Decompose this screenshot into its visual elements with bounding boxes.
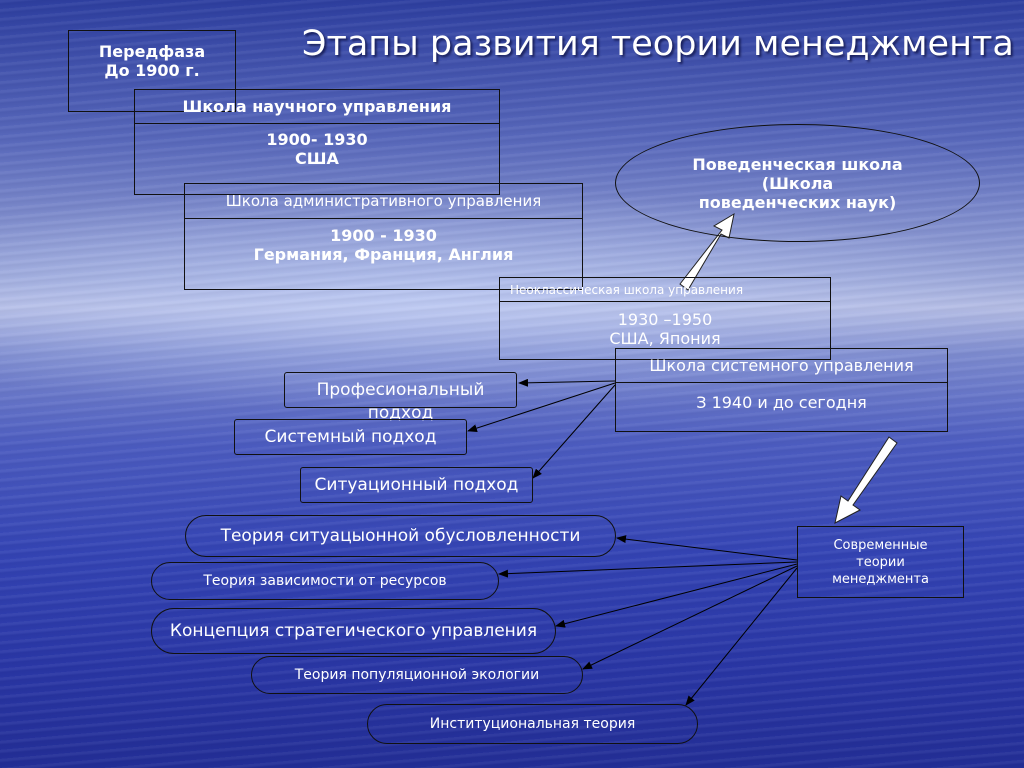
modern-theories-line-3: менеджмента (832, 571, 929, 587)
scientific-school-name: Школа научного управления (182, 97, 452, 116)
administrative-school-box: Школа административного управления 1900 … (184, 183, 583, 290)
scientific-school-country: США (295, 149, 339, 168)
neoclassical-school-years: 1930 –1950 (617, 310, 713, 329)
approach-professional: Професиональный подход (284, 372, 517, 423)
theory-institutional-label: Институциональная теория (429, 716, 636, 732)
administrative-school-countries: Германия, Франция, Англия (253, 245, 514, 264)
modern-theories-line-1: Современные (833, 537, 928, 553)
systemic-school-header: Школа системного управления (616, 349, 947, 383)
neoclassical-school-header: Неоклассическая школа управления (500, 278, 830, 302)
neoclassical-school-body: 1930 –1950 США, Япония (500, 302, 830, 359)
block-arrow-to-modern (834, 436, 898, 524)
theory-population-ecology: Теория популяционной экологии (251, 656, 583, 694)
theory-population-ecology-label: Теория популяционной экологии (294, 667, 540, 683)
behavioral-school-alt-2: поведенческих наук) (698, 192, 897, 212)
theory-resource-dependence: Теория зависимости от ресурсов (151, 562, 499, 600)
theory-strategic-management-label: Концепция стратегического управления (169, 621, 538, 641)
connector-modern-theory-1 (616, 535, 798, 561)
scientific-school-body: 1900- 1930 США (135, 124, 499, 194)
modern-theories-line-2: теории (856, 554, 905, 570)
behavioral-school-alt-1: (Школа (761, 173, 834, 193)
prephase-label: Передфаза (98, 42, 206, 61)
administrative-school-years: 1900 - 1930 (330, 226, 437, 245)
theory-strategic-management: Концепция стратегического управления (151, 608, 556, 654)
theory-institutional: Институциональная теория (367, 704, 698, 744)
administrative-school-name: Школа административного управления (225, 192, 542, 210)
connector-modern-theory-2 (498, 561, 798, 578)
scientific-school-header: Школа научного управления (135, 90, 499, 124)
prephase-period: До 1900 г. (104, 61, 200, 80)
systemic-school-name: Школа системного управления (649, 356, 914, 375)
behavioral-school-name: Поведенческая школа (692, 154, 903, 174)
systemic-school-period: З 1940 и до сегодня (696, 393, 867, 412)
scientific-school-years: 1900- 1930 (266, 130, 368, 149)
scientific-school-box: Школа научного управления 1900- 1930 США (134, 89, 500, 195)
connector-systemic-situational (532, 384, 616, 479)
systemic-school-box: Школа системного управления З 1940 и до … (615, 348, 948, 432)
administrative-school-header: Школа административного управления (185, 184, 582, 219)
approach-professional-label: Професиональный подход (316, 380, 485, 423)
connector-modern-theory-5 (685, 567, 798, 706)
connector-modern-theory-3 (555, 563, 798, 628)
prephase-box: Передфаза До 1900 г. (68, 30, 236, 112)
approach-systemic-label: Системный подход (264, 427, 437, 447)
approach-systemic: Системный подход (234, 419, 467, 455)
theory-situational-label: Теория ситуацыонной обусловленности (220, 526, 581, 546)
administrative-school-body: 1900 - 1930 Германия, Франция, Англия (185, 219, 582, 289)
neoclassical-school-box: Неоклассическая школа управления 1930 –1… (499, 277, 831, 360)
page-title: Этапы развития теории менеджмента (302, 24, 1014, 64)
theory-situational: Теория ситуацыонной обусловленности (185, 515, 616, 557)
neoclassical-school-countries: США, Япония (609, 329, 721, 348)
approach-situational: Ситуационный подход (300, 467, 533, 503)
connector-modern-theory-4 (582, 565, 798, 670)
theory-resource-dependence-label: Теория зависимости от ресурсов (203, 573, 447, 589)
systemic-school-body: З 1940 и до сегодня (616, 383, 947, 431)
modern-theories-box: Современные теории менеджмента (797, 526, 964, 598)
neoclassical-school-name: Неоклассическая школа управления (510, 282, 744, 297)
approach-situational-label: Ситуационный подход (314, 475, 519, 495)
behavioral-school-ellipse: Поведенческая школа (Школа поведенческих… (615, 124, 980, 242)
connector-systemic-professional (518, 378, 616, 387)
